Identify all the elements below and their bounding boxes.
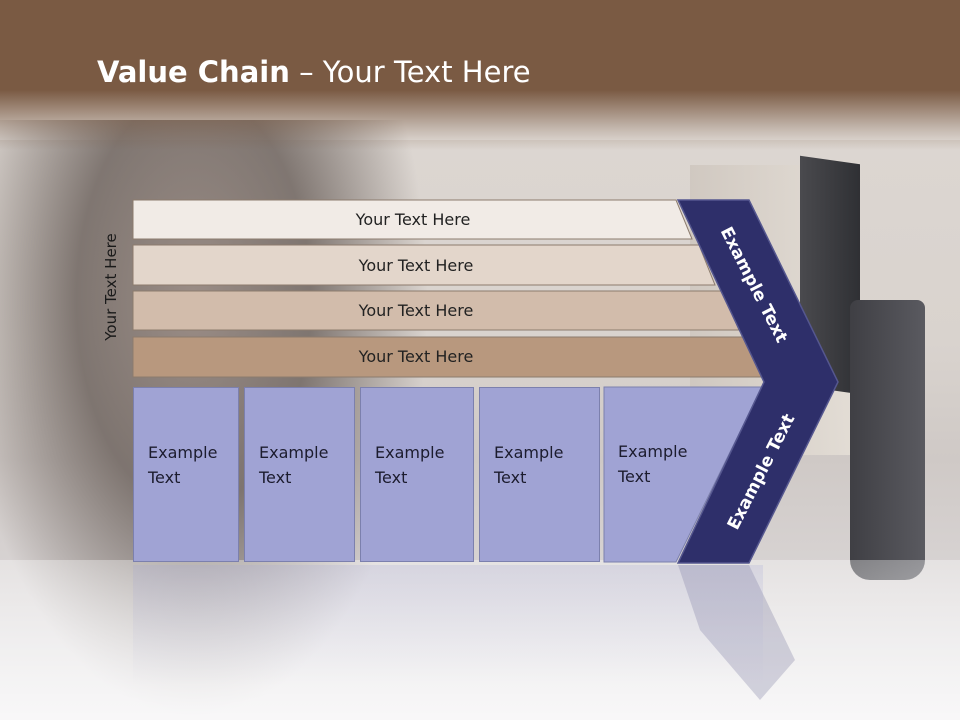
column-4-line1: Example [494, 443, 564, 462]
columns-reflection [133, 565, 763, 685]
column-5[interactable]: Example Text [604, 387, 694, 562]
bar-shape-1[interactable] [132, 199, 693, 240]
column-3-line1: Example [375, 443, 445, 462]
column-3-line2: Text [375, 468, 408, 487]
column-3[interactable]: Example Text [360, 387, 474, 562]
background-desk [0, 560, 960, 720]
header-band [0, 0, 960, 150]
column-1[interactable]: Example Text [133, 387, 239, 562]
column-2-line2: Text [259, 468, 292, 487]
column-2[interactable]: Example Text [244, 387, 355, 562]
chevron-shape[interactable] [676, 199, 839, 564]
column-1-line1: Example [148, 443, 218, 462]
title-bold: Value Chain [97, 55, 290, 89]
background-monitor-stand [850, 300, 925, 580]
bar-label-3: Your Text Here [358, 300, 474, 320]
column-shape-5[interactable] [603, 386, 763, 563]
bar-shape-2[interactable] [132, 244, 716, 286]
column-1-line2: Text [148, 468, 181, 487]
column-2-line1: Example [259, 443, 329, 462]
column-4-line2: Text [494, 468, 527, 487]
column-4[interactable]: Example Text [479, 387, 600, 562]
column-5-line2: Text [618, 467, 651, 486]
bar-label-2: Your Text Here [358, 255, 474, 275]
chevron-reflection [678, 565, 795, 700]
column-5-line1: Example [618, 442, 688, 461]
slide-title[interactable]: Value Chain – Your Text Here [97, 55, 531, 89]
bar-label-1: Your Text Here [355, 209, 471, 229]
bar-label-4: Your Text Here [358, 346, 474, 366]
title-rest: – Your Text Here [289, 55, 531, 89]
